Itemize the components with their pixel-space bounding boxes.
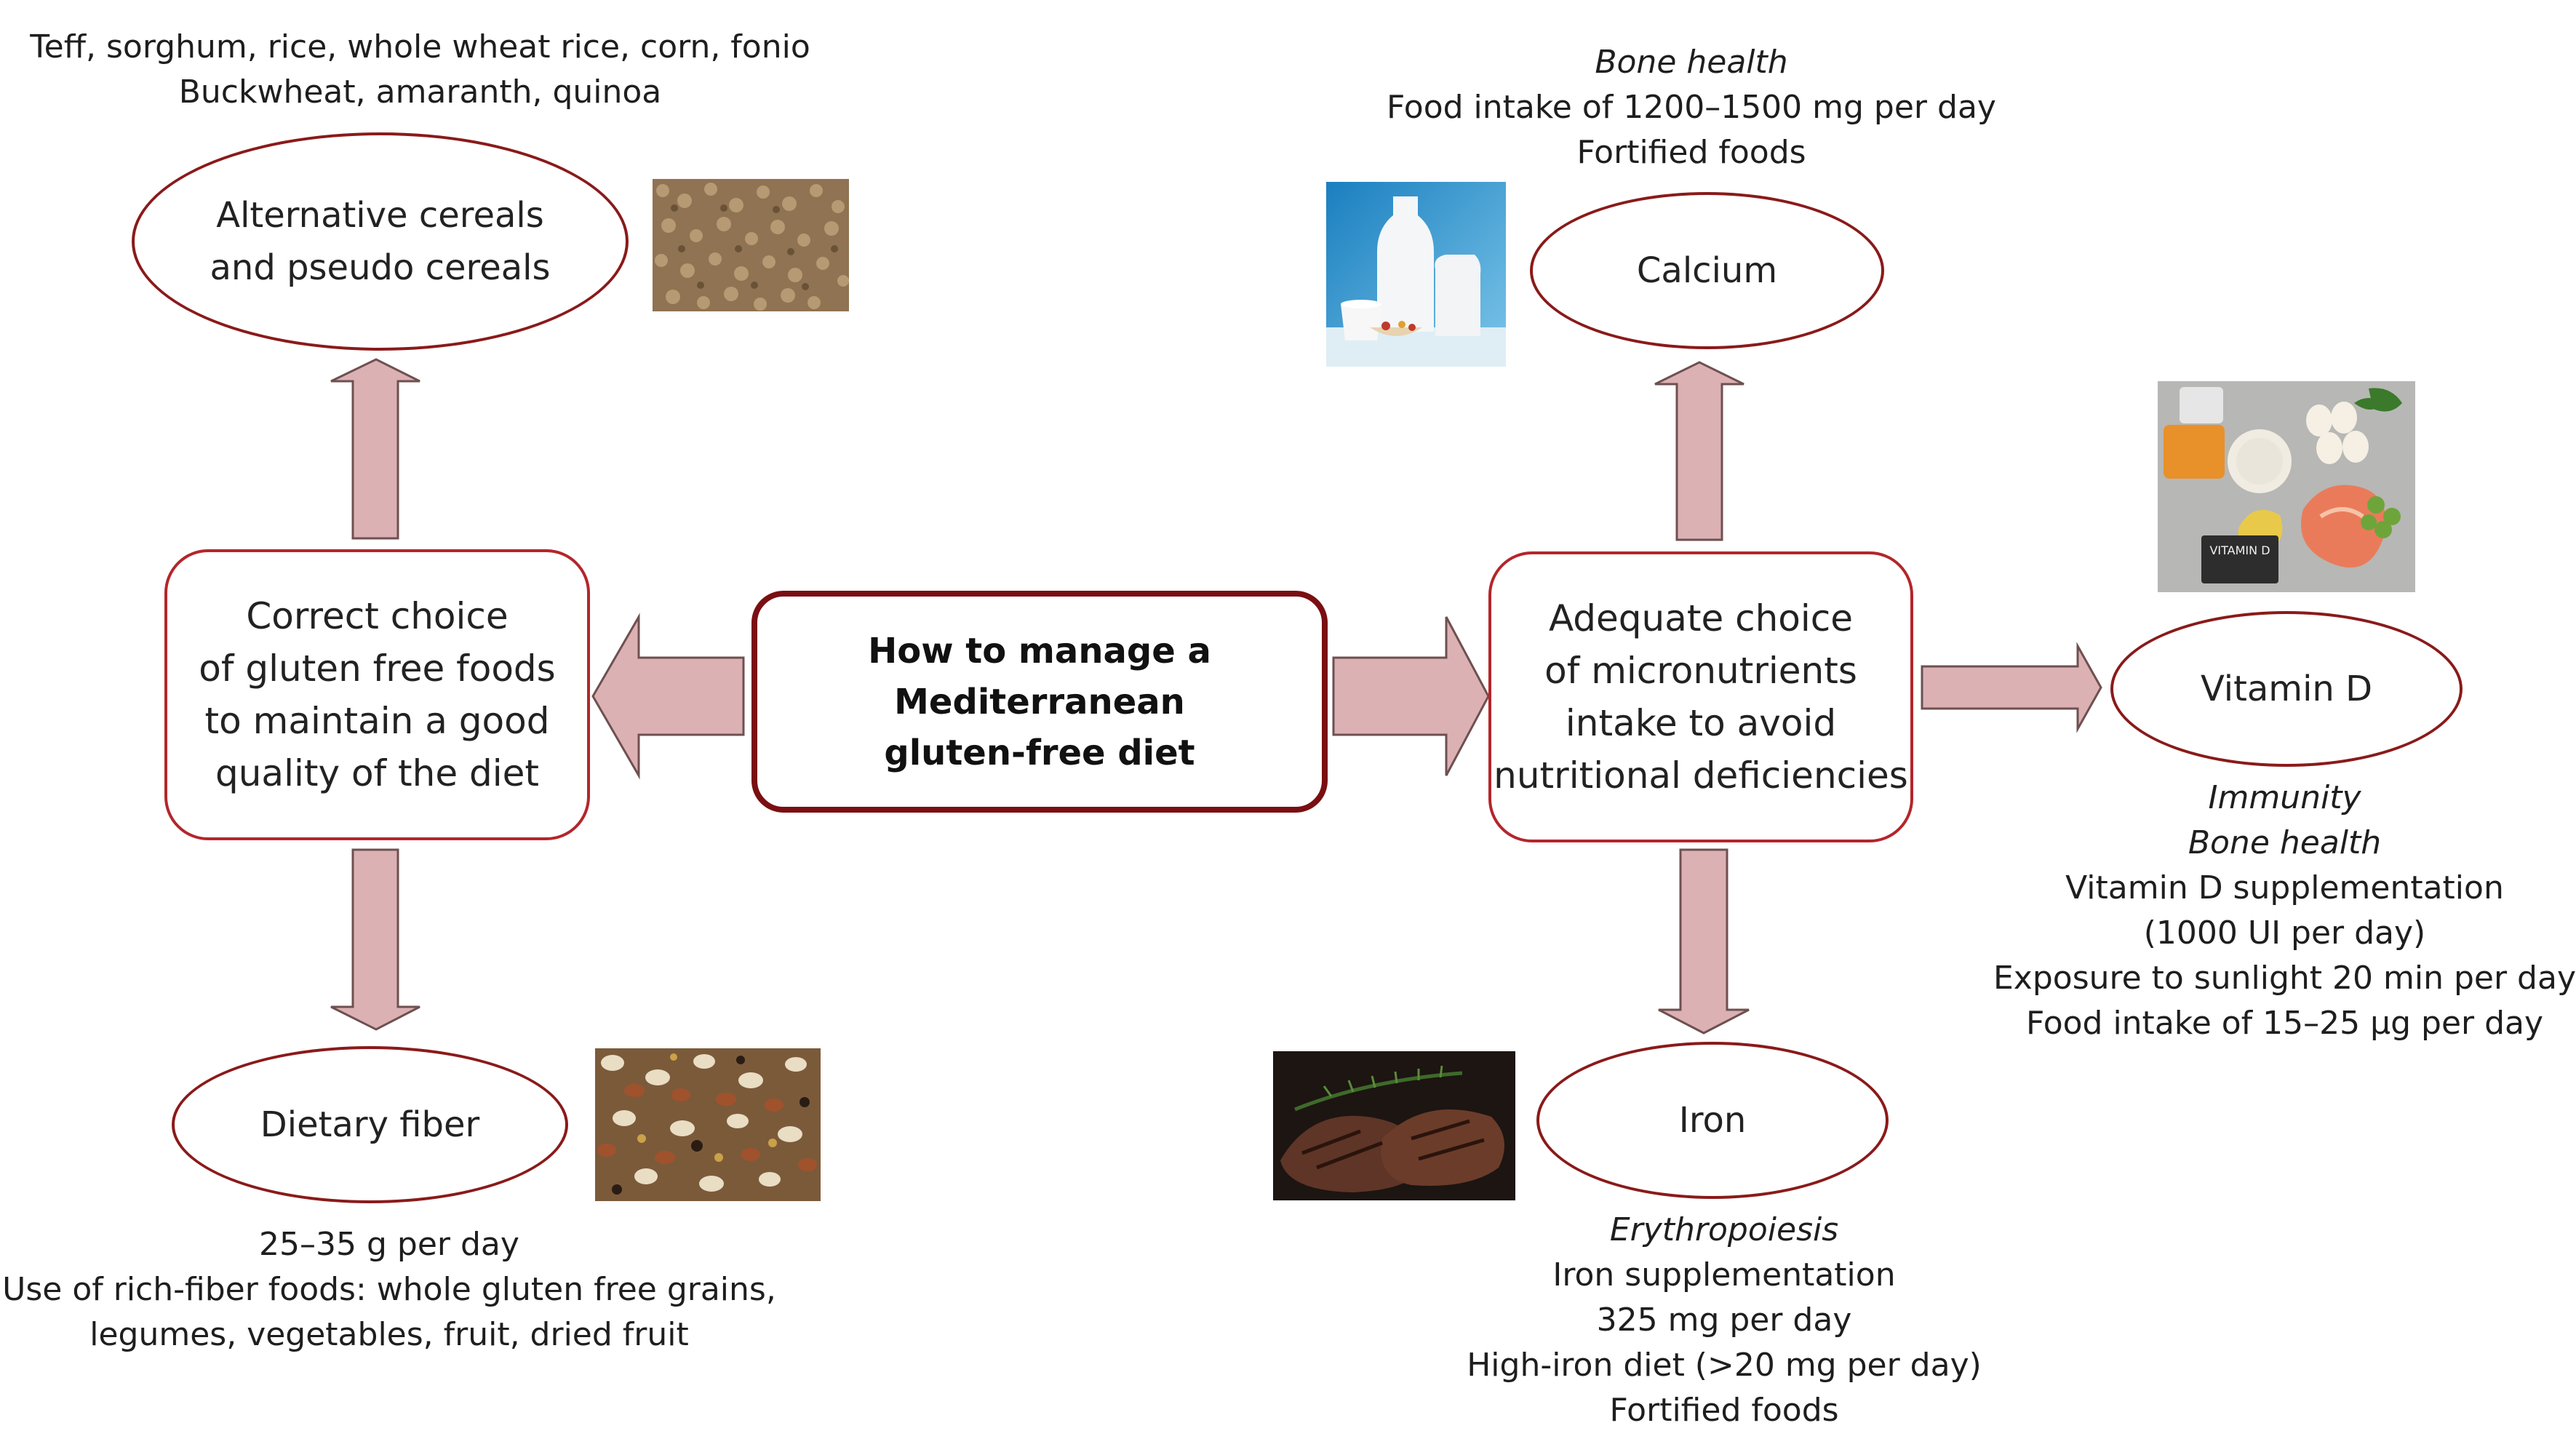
box-line: Adequate choice — [1548, 597, 1854, 639]
box-line: intake to avoid — [1565, 702, 1837, 744]
note-line: Fortified foods — [1576, 134, 1806, 171]
grain-photo — [653, 179, 849, 311]
oval-line: Alternative cereals — [216, 195, 544, 236]
arrow-to-left-box — [591, 613, 745, 780]
micronutrients-box: Adequate choice of micronutrients intake… — [1488, 551, 1913, 842]
vitamin-d-role: Bone health — [2188, 824, 2382, 861]
note-line: Food intake of 15–25 µg per day — [2025, 1005, 2544, 1042]
fiber-label: Dietary fiber — [260, 1104, 480, 1145]
note-line: Teff, sorghum, rice, whole wheat rice, c… — [30, 28, 810, 65]
note-line: Food intake of 1200–1500 mg per day — [1387, 89, 1996, 126]
vitamin-d-role: Immunity — [2208, 779, 2361, 816]
arrow-to-fiber — [330, 848, 420, 1031]
iron-oval: Iron — [1536, 1042, 1889, 1199]
calcium-role: Bone health — [1595, 44, 1788, 81]
note-line: Exposure to sunlight 20 min per day — [1993, 960, 2576, 997]
calcium-label: Calcium — [1636, 250, 1778, 291]
note-line: 325 mg per day — [1596, 1301, 1852, 1339]
oval-line: and pseudo cereals — [210, 247, 551, 288]
iron-label: Iron — [1678, 1100, 1747, 1141]
vitamin-d-oval: Vitamin D — [2110, 611, 2463, 767]
vitamin-d-photo-label: VITAMIN D — [2209, 543, 2270, 557]
box-line: nutritional deficiencies — [1494, 754, 1908, 797]
arrow-to-right-box — [1332, 616, 1490, 776]
note-line: Fortified foods — [1609, 1392, 1839, 1429]
box-line: to maintain a good — [204, 700, 550, 742]
note-line: (1000 UI per day) — [2143, 914, 2426, 952]
calcium-notes: Bone health Food intake of 1200–1500 mg … — [1382, 40, 2001, 175]
note-line: Iron supplementation — [1552, 1256, 1896, 1293]
fiber-oval: Dietary fiber — [172, 1046, 568, 1203]
calcium-oval: Calcium — [1530, 192, 1884, 349]
cereals-notes: Teff, sorghum, rice, whole wheat rice, c… — [15, 25, 826, 115]
box-line: of micronutrients — [1544, 650, 1857, 692]
note-line: Buckwheat, amaranth, quinoa — [178, 73, 662, 111]
vitamin-d-label: Vitamin D — [2200, 669, 2373, 709]
central-topic-line: How to manage a — [868, 630, 1211, 671]
vitamin-d-foods-photo: VITAMIN D — [2158, 381, 2415, 592]
central-topic-line: gluten-free diet — [884, 732, 1195, 773]
central-topic-line: Mediterranean — [894, 681, 1185, 722]
box-line: quality of the diet — [215, 752, 539, 794]
note-line: Use of rich-fiber foods: whole gluten fr… — [2, 1271, 776, 1308]
beans-photo — [595, 1048, 821, 1201]
arrow-to-calcium — [1654, 361, 1744, 541]
arrow-to-cereals — [330, 358, 420, 540]
note-line: High-iron diet (>20 mg per day) — [1467, 1347, 1982, 1384]
fiber-notes: 25–35 g per day Use of rich-fiber foods:… — [0, 1222, 778, 1358]
gluten-free-foods-box: Correct choice of gluten free foods to m… — [164, 549, 590, 840]
iron-notes: Erythropoiesis Iron supplementation 325 … — [1433, 1208, 2015, 1433]
arrow-to-vitamin-d — [1921, 642, 2102, 733]
steak-photo — [1273, 1051, 1515, 1200]
note-line: Vitamin D supplementation — [2065, 869, 2504, 906]
box-line: Correct choice — [246, 595, 509, 637]
iron-role: Erythropoiesis — [1609, 1211, 1839, 1248]
arrow-to-iron — [1658, 848, 1750, 1035]
central-topic-box: How to manage a Mediterranean gluten-fre… — [751, 591, 1328, 813]
vitamin-d-notes: Immunity Bone health Vitamin D supplemen… — [1993, 776, 2576, 1046]
note-line: legumes, vegetables, fruit, dried fruit — [89, 1316, 689, 1353]
cereals-oval: Alternative cereals and pseudo cereals — [132, 132, 629, 351]
note-line: 25–35 g per day — [259, 1226, 519, 1263]
box-line: of gluten free foods — [199, 647, 556, 690]
milk-photo — [1326, 182, 1506, 367]
